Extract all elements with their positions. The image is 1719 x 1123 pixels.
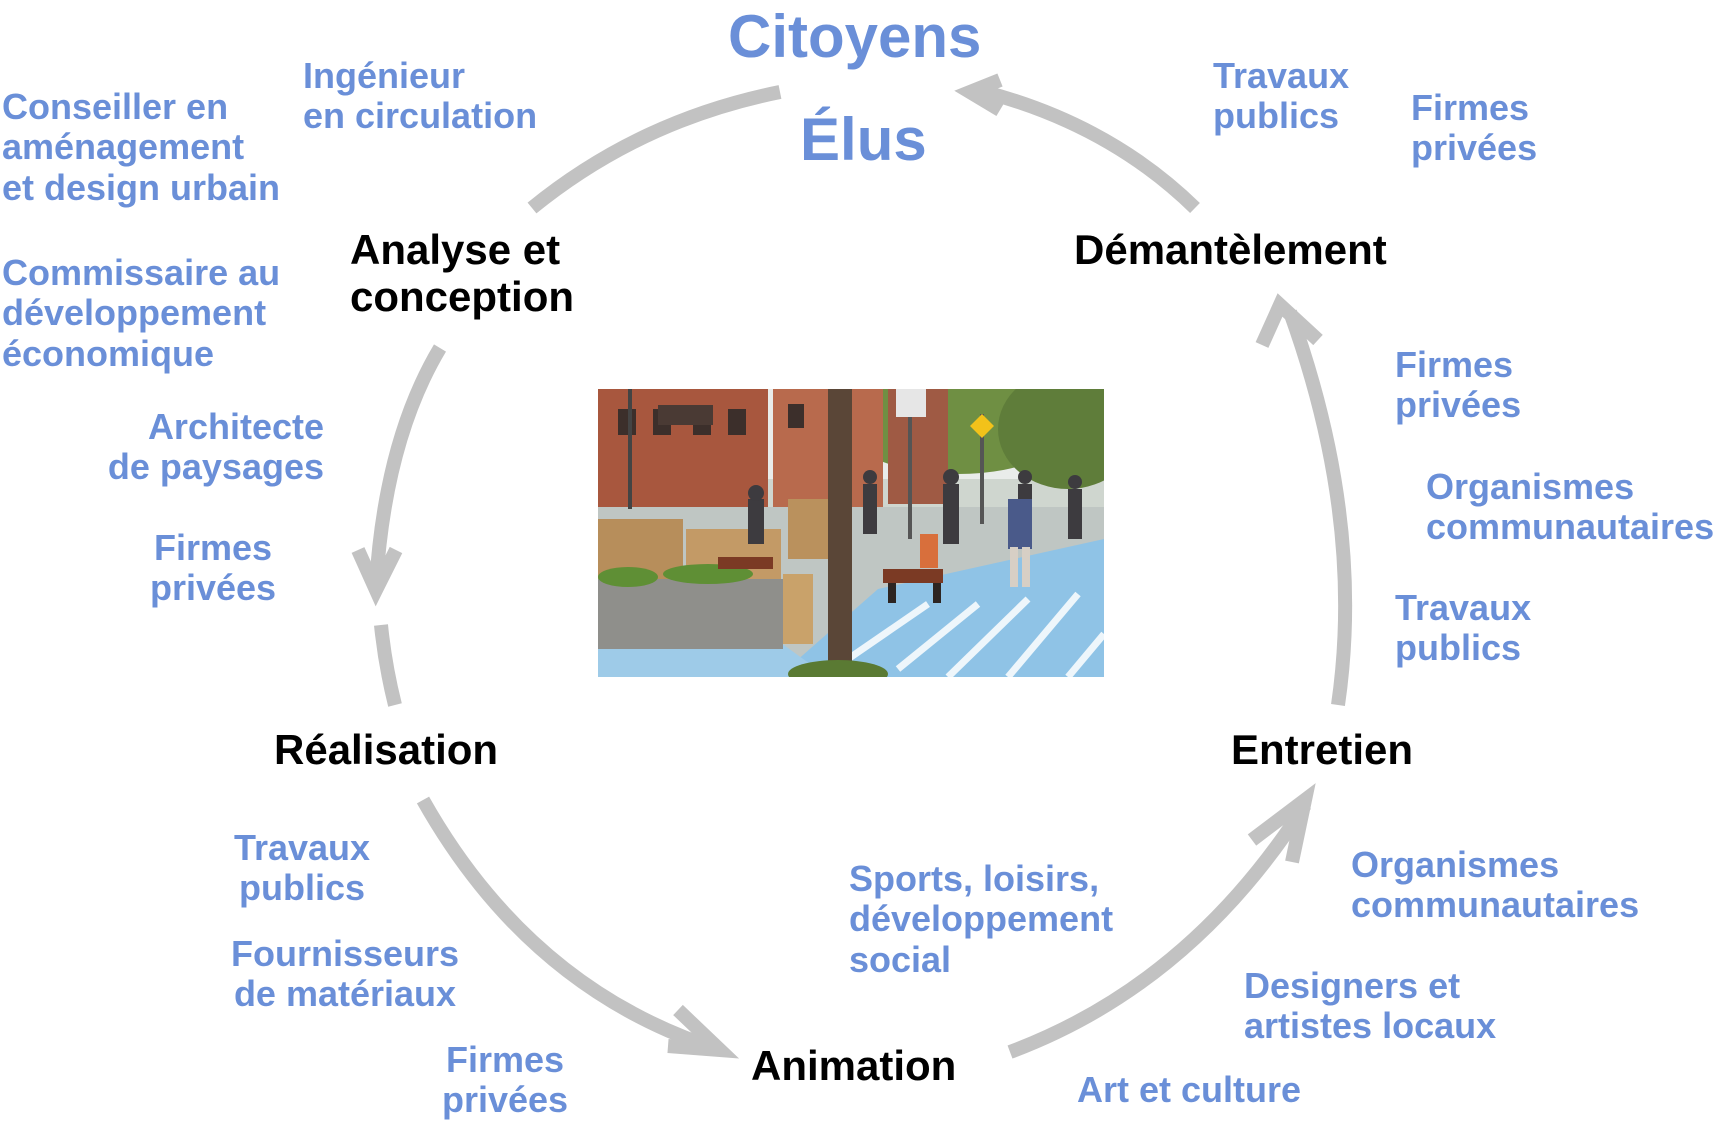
- actor-firmes-privees-entretien: Firmes privées: [1395, 344, 1522, 426]
- arrow-analyse-to-realisation: [369, 344, 447, 586]
- arrow-animation-to-entretien: [1007, 801, 1311, 1059]
- actor-travaux-publics-realisation: Travaux publics: [233, 827, 371, 909]
- phase-entretien: Entretien: [1231, 726, 1414, 773]
- actor-organismes-communautaires-animation: Organismes communautaires: [1351, 844, 1640, 926]
- actor-architecte-paysages: Architecte de paysages: [107, 406, 324, 488]
- actor-travaux-publics-demantelement: Travaux publics: [1213, 55, 1350, 137]
- actor-organismes-communautaires-entretien: Organismes communautaires: [1426, 466, 1715, 548]
- arrowhead-entretien: [1247, 783, 1316, 864]
- actor-conseiller-amenagement: Conseiller en aménagement et design urba…: [2, 86, 281, 208]
- arrow-realisation-to-animation: [416, 796, 723, 1057]
- label-elus: Élus: [800, 106, 927, 173]
- actor-ingenieur-circulation: Ingénieur en circulation: [303, 55, 538, 137]
- phase-analyse-conception: Analyse et conception: [350, 226, 575, 321]
- arrow-demantelement-to-citoyens: [983, 85, 1200, 214]
- arrow-analyse-to-citoyens: [527, 85, 782, 214]
- actor-commissaire-developpement: Commissaire au développement économique: [2, 252, 281, 374]
- arrowhead-realisation-upper: [351, 546, 403, 607]
- actor-sports-loisirs: Sports, loisirs, développement social: [849, 858, 1114, 980]
- arrowhead-animation: [667, 1004, 740, 1059]
- arrowhead-demantelement: [1255, 293, 1323, 348]
- arrow-entretien-to-demantelement: [1283, 309, 1353, 707]
- arrowhead-citoyens: [954, 73, 1004, 117]
- actor-firmes-privees-analyse: Firmes privées: [149, 527, 277, 609]
- actor-travaux-publics-entretien: Travaux publics: [1395, 587, 1532, 669]
- actor-art-culture: Art et culture: [1077, 1069, 1302, 1110]
- label-citoyens: Citoyens: [728, 3, 982, 70]
- actor-designers-artistes: Designers et artistes locaux: [1244, 965, 1497, 1047]
- phase-animation: Animation: [751, 1042, 957, 1089]
- street-photo: [598, 389, 1104, 677]
- phase-realisation: Réalisation: [274, 726, 499, 773]
- actor-fournisseurs-materiaux: Fournisseurs de matériaux: [230, 933, 460, 1015]
- arrow-left-segment: [374, 624, 402, 707]
- phase-demantelement: Démantèlement: [1074, 226, 1387, 273]
- actor-firmes-privees-realisation: Firmes privées: [441, 1039, 569, 1121]
- actor-firmes-privees-demantelement: Firmes privées: [1411, 87, 1538, 169]
